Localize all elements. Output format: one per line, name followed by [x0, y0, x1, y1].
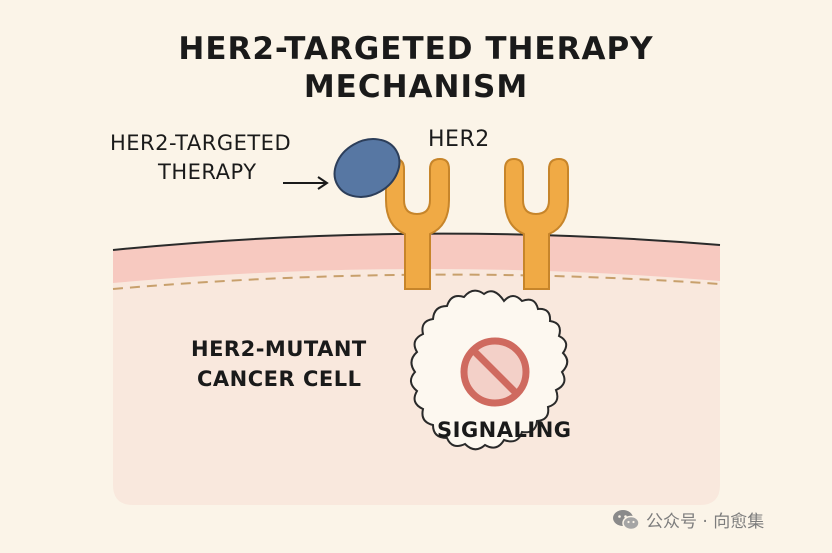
arrow-icon	[283, 176, 329, 190]
watermark-text: 公众号 · 向愈集	[646, 512, 765, 532]
cell-label-line-1: HER2-MUTANT	[191, 337, 367, 361]
therapy-molecule	[333, 138, 401, 198]
her2-receptor	[504, 157, 569, 290]
cell-label-line-2: CANCER CELL	[197, 367, 362, 391]
diagram-title-line-2: MECHANISM	[303, 69, 529, 105]
prohibited-icon	[460, 337, 530, 407]
diagram-title-line-1: HER2-TARGETED THERAPY	[178, 31, 654, 67]
her2-label: HER2	[428, 127, 490, 152]
therapy-label-line-1: HER2-TARGETED	[110, 131, 292, 155]
therapy-label-line-2: THERAPY	[158, 160, 257, 184]
watermark: 公众号 · 向愈集	[612, 507, 764, 532]
wechat-icon	[613, 509, 640, 530]
signaling-label: SIGNALING	[437, 418, 572, 442]
